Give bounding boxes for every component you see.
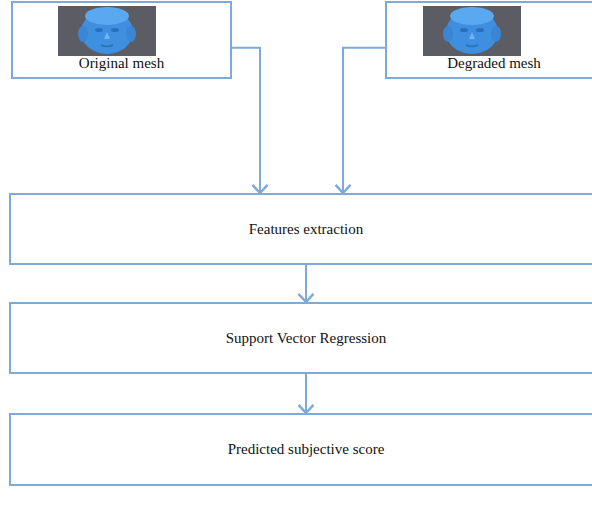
process-box: Support Vector Regression xyxy=(9,302,592,374)
flow-arrow xyxy=(299,265,314,302)
flow-arrow xyxy=(232,48,267,193)
input-box: Original mesh xyxy=(11,1,232,79)
process-box: Features extraction xyxy=(9,193,592,265)
node-label: Predicted subjective score xyxy=(11,441,592,458)
flow-arrow xyxy=(336,48,385,193)
node-label: Degraded mesh xyxy=(387,55,592,72)
node-label: Features extraction xyxy=(11,221,592,238)
output-box: Predicted subjective score xyxy=(9,413,592,486)
mesh-illustration xyxy=(58,6,156,56)
node-label: Original mesh xyxy=(13,55,230,72)
flow-arrow xyxy=(299,374,314,413)
mesh-illustration xyxy=(423,6,521,56)
node-label: Support Vector Regression xyxy=(11,330,592,347)
input-box: Degraded mesh xyxy=(385,1,592,79)
